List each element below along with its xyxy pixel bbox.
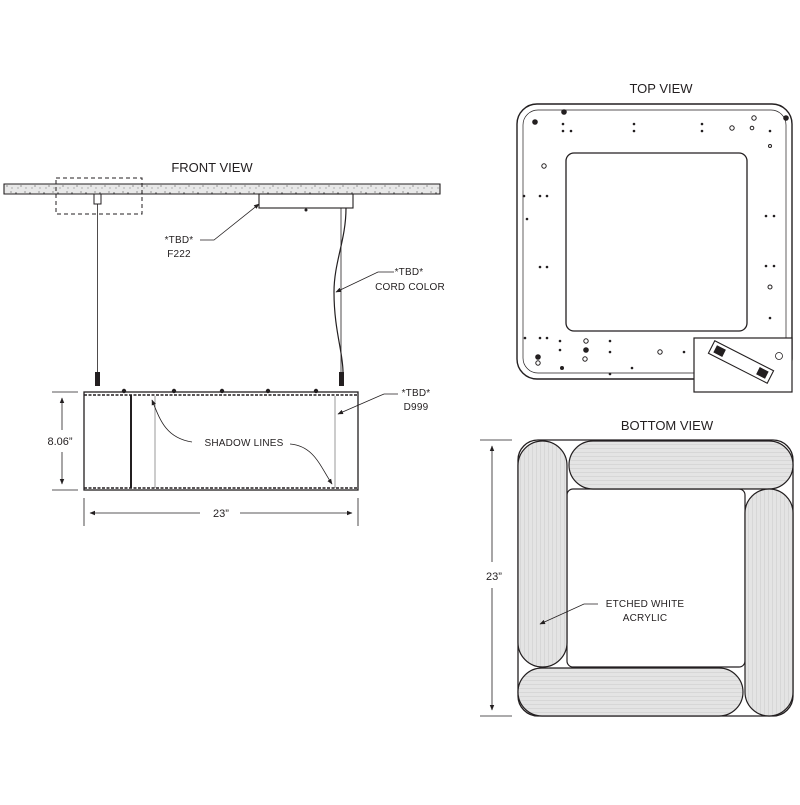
bottom-view-title: BOTTOM VIEW — [621, 418, 714, 433]
cord-leader — [335, 271, 394, 293]
left-cable-gripper — [95, 372, 100, 386]
bottom-frame-opening — [566, 488, 746, 668]
cord-tbd-text: *TBD* — [395, 267, 424, 278]
acrylic-text-line2: ACRYLIC — [623, 613, 668, 624]
body-tbd-text: *TBD* — [402, 388, 431, 399]
canopy-leader — [200, 203, 260, 241]
canopy-code-text: F222 — [167, 249, 191, 260]
fixture-body — [83, 391, 359, 491]
power-cord — [333, 207, 347, 373]
canopy — [258, 193, 354, 209]
front-view-title: FRONT VIEW — [171, 160, 253, 175]
acrylic-panel-bottom — [517, 667, 744, 717]
fixture-top-bolts — [121, 388, 319, 394]
acrylic-panel-left — [517, 440, 568, 668]
canopy-screw — [304, 208, 308, 212]
right-cable-gripper — [339, 372, 344, 386]
top-view-title: TOP VIEW — [629, 81, 693, 96]
body-leader — [337, 393, 398, 415]
acrylic-text-line1: ETCHED WHITE — [606, 599, 685, 610]
top-plate-opening — [565, 152, 748, 332]
driver-module — [707, 340, 775, 384]
front-width-dimension: 23” — [213, 508, 229, 520]
ceiling-slab — [3, 183, 441, 195]
top-view: TOP VIEW — [516, 81, 793, 393]
bottom-view: BOTTOM VIEW ETCHED WHITE ACRYLIC 23” — [480, 418, 794, 717]
top-plate-inner-outline — [522, 109, 787, 374]
bottom-height-dimension: 23” — [486, 571, 502, 583]
front-height-dimension: 8.06” — [47, 436, 72, 448]
junction-box-dashed — [55, 177, 143, 215]
canopy-tbd-text: *TBD* — [165, 235, 194, 246]
left-cable-mount — [93, 193, 102, 205]
shadow-leader-left — [151, 399, 193, 443]
shadow-lines-text: SHADOW LINES — [204, 438, 283, 449]
cord-color-text: CORD COLOR — [375, 282, 445, 293]
driver-hole — [775, 352, 783, 360]
top-plate-holes — [522, 109, 789, 376]
body-code-text: D999 — [404, 402, 429, 413]
front-view: FRONT VIEW *TBD* — [3, 160, 445, 526]
shadow-leader-right — [289, 443, 333, 485]
acrylic-panel-top — [568, 440, 794, 490]
acrylic-leader — [539, 603, 598, 625]
acrylic-panel-right — [744, 488, 794, 717]
